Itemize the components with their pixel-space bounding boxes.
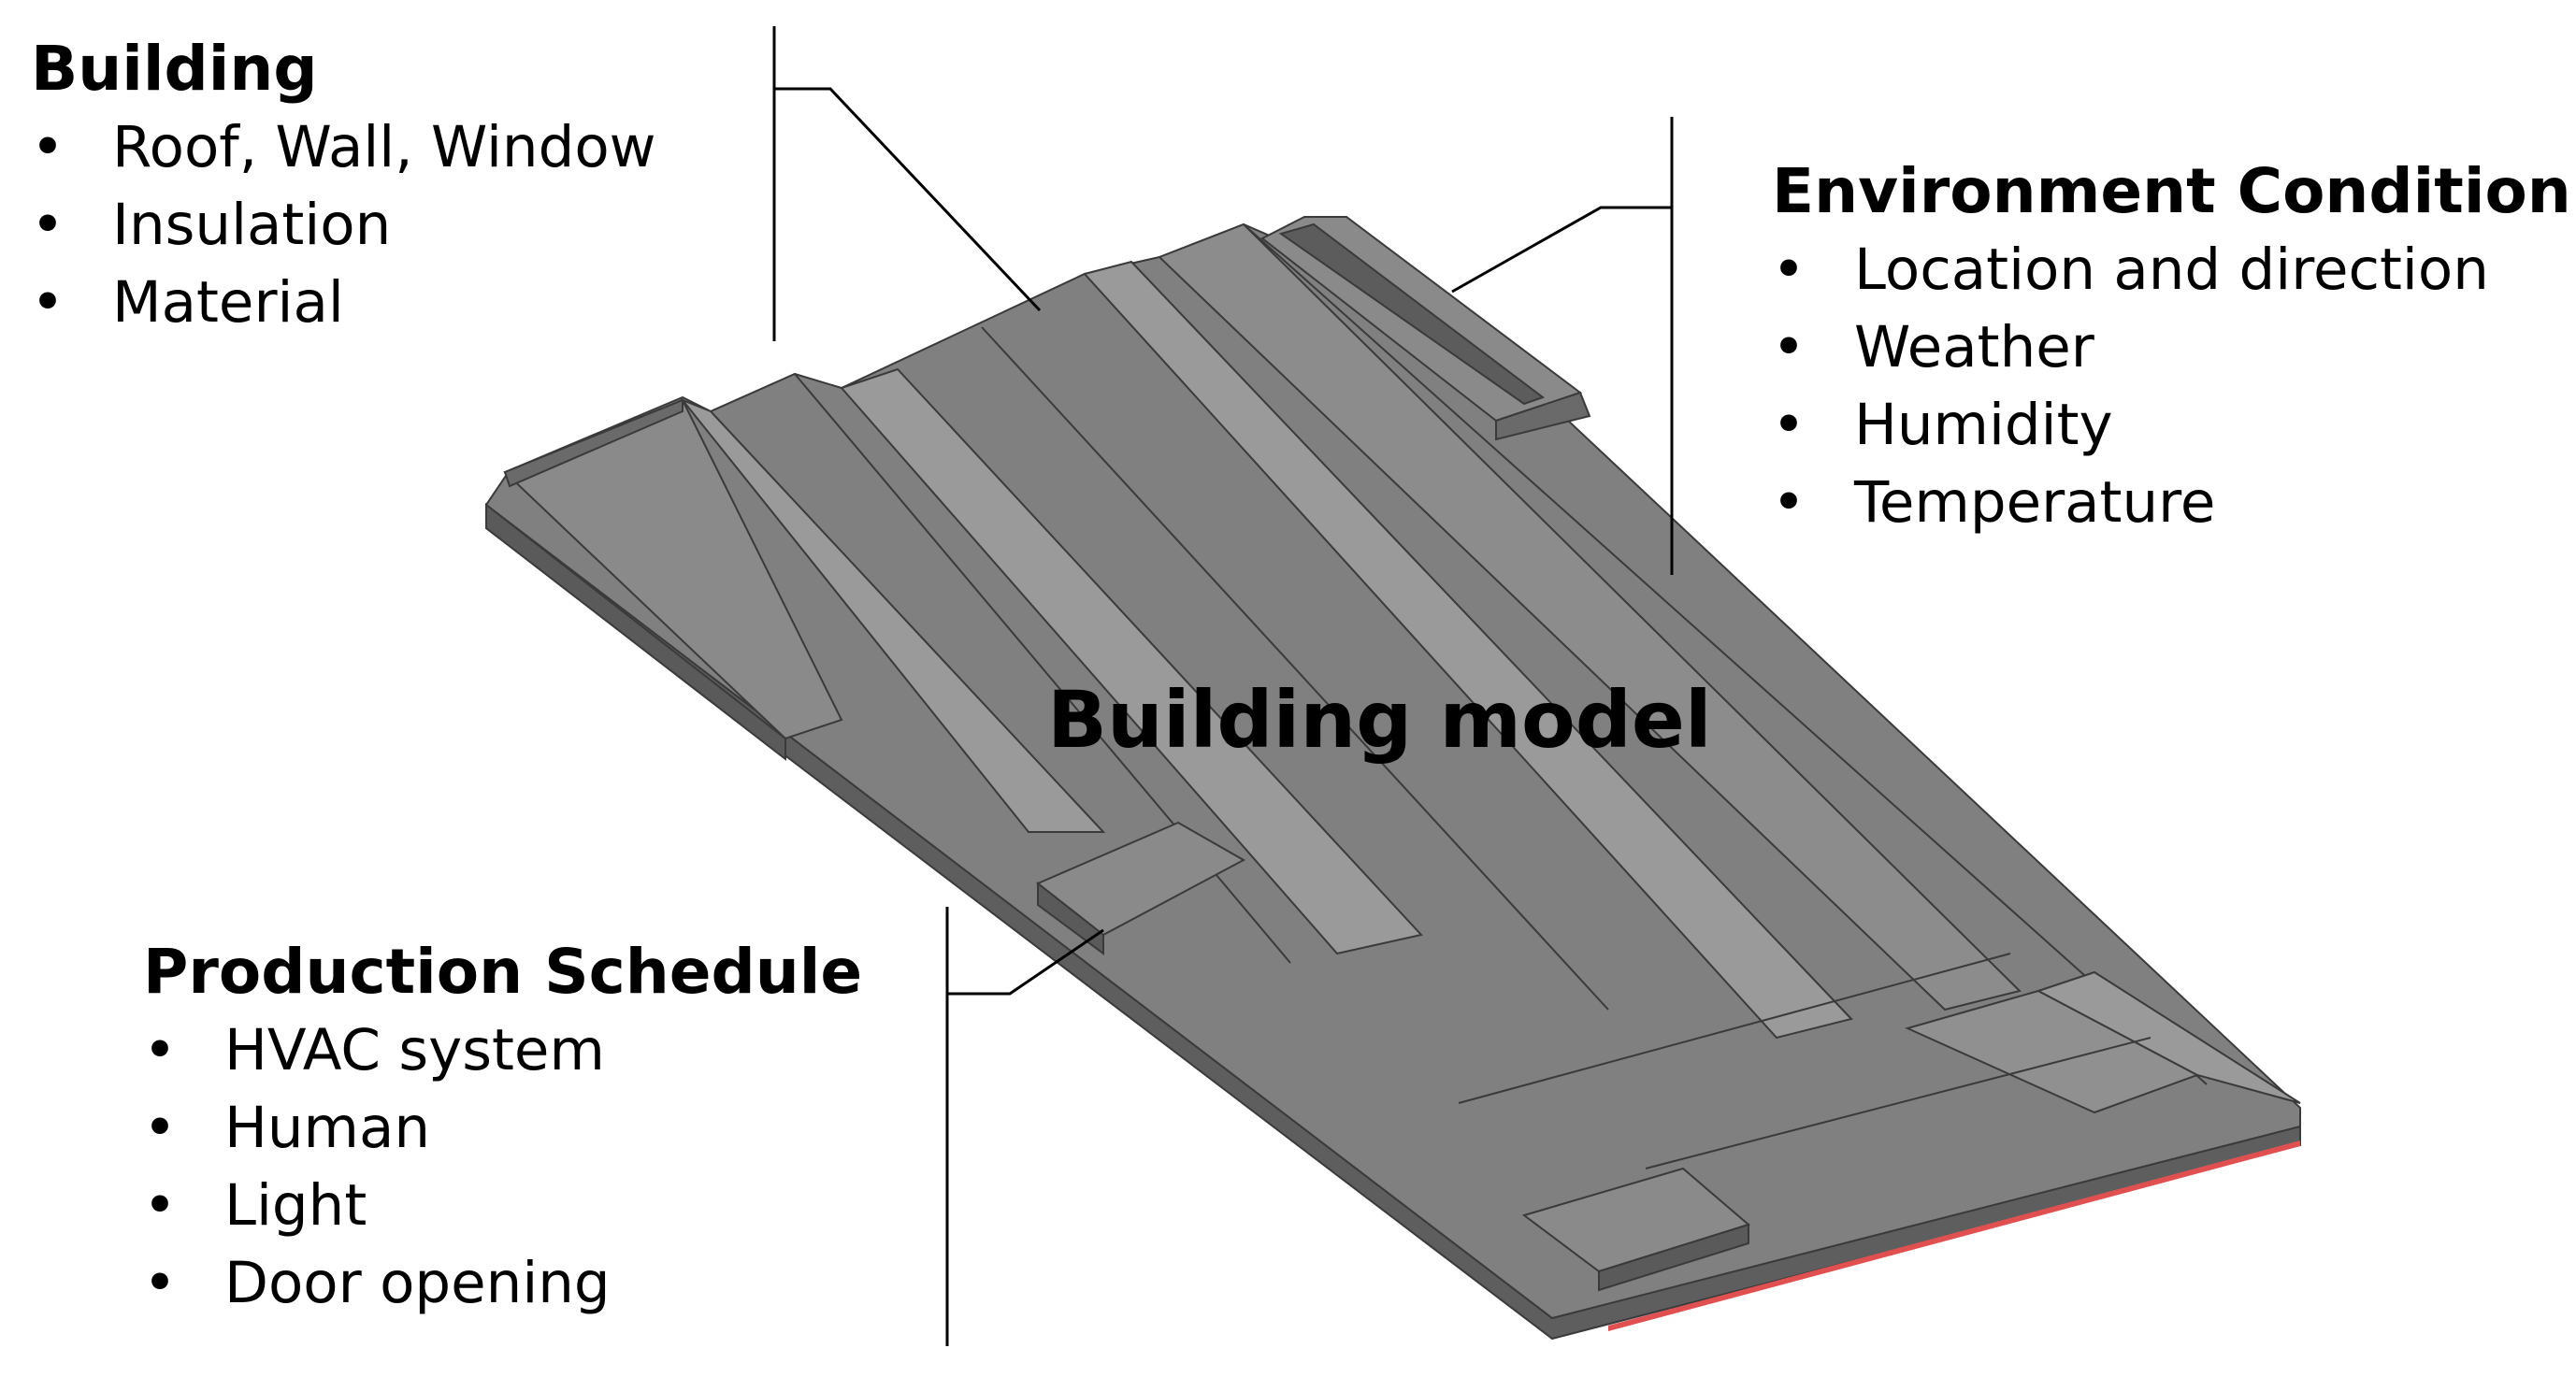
list-item-text: Roof, Wall, Window bbox=[112, 114, 656, 180]
production-panel: Production Schedule • HVAC system • Human … bbox=[143, 933, 862, 1322]
list-item: • Temperature bbox=[1772, 464, 2571, 541]
connector-building bbox=[772, 26, 1042, 341]
production-panel-title: Production Schedule bbox=[143, 936, 863, 1008]
bullet-icon: • bbox=[143, 1017, 177, 1083]
list-item-text: Temperature bbox=[1854, 469, 2216, 536]
list-item: • Location and direction bbox=[1772, 231, 2571, 308]
building-panel: Building • Roof, Wall, Window • Insulation… bbox=[31, 30, 656, 341]
bullet-icon: • bbox=[143, 1250, 177, 1316]
roof-ridges bbox=[679, 222, 2208, 1085]
list-item-text: Door opening bbox=[224, 1250, 611, 1316]
front-projection-side bbox=[1037, 881, 1104, 955]
rear-annex-ridge bbox=[1278, 222, 1546, 406]
list-item: • Roof, Wall, Window bbox=[31, 108, 656, 186]
red-base-edge bbox=[1608, 1140, 2300, 1331]
environment-panel: Environment Condition • Location and dire… bbox=[1772, 152, 2571, 541]
bullet-icon: • bbox=[1772, 469, 1806, 536]
list-item: • Light bbox=[143, 1167, 862, 1244]
building-model-illustration bbox=[484, 216, 2301, 1341]
list-item: • HVAC system bbox=[143, 1011, 862, 1089]
production-list: • HVAC system • Human • Light • Door opening bbox=[143, 1011, 862, 1322]
bullet-icon: • bbox=[1772, 237, 1806, 303]
front-end-blocks bbox=[1458, 953, 2301, 1292]
bullet-icon: • bbox=[143, 1172, 177, 1239]
connector-production bbox=[945, 907, 1104, 1346]
left-wing-upper-lip bbox=[503, 398, 684, 488]
bullet-icon: • bbox=[31, 269, 65, 336]
list-item-text: Location and direction bbox=[1854, 237, 2489, 303]
list-item-text: Light bbox=[224, 1172, 367, 1239]
building-model-label: Building model bbox=[1047, 674, 1712, 766]
bullet-icon: • bbox=[31, 192, 65, 258]
bullet-icon: • bbox=[1772, 392, 1806, 458]
list-item-text: Material bbox=[112, 269, 344, 336]
environment-list: • Location and direction • Weather • Humidi… bbox=[1772, 231, 2571, 541]
bullet-icon: • bbox=[143, 1095, 177, 1161]
list-item-text: Human bbox=[224, 1095, 430, 1161]
list-item: • Material bbox=[31, 264, 656, 341]
building-list: • Roof, Wall, Window • Insulation • Materia… bbox=[31, 108, 656, 341]
left-wing-side bbox=[485, 502, 786, 762]
connector-environment bbox=[1451, 117, 1674, 575]
list-item-text: Insulation bbox=[112, 192, 392, 258]
list-item: • Humidity bbox=[1772, 386, 2571, 464]
list-item: • Door opening bbox=[143, 1244, 862, 1322]
list-item: • Insulation bbox=[31, 186, 656, 264]
list-item: • Weather bbox=[1772, 308, 2571, 386]
building-panel-title: Building bbox=[31, 33, 318, 105]
rear-annex-side bbox=[1495, 391, 1591, 441]
bullet-icon: • bbox=[31, 114, 65, 180]
environment-panel-title: Environment Condition bbox=[1772, 155, 2571, 227]
list-item-text: Humidity bbox=[1854, 392, 2113, 458]
bullet-icon: • bbox=[1772, 314, 1806, 380]
list-item-text: HVAC system bbox=[224, 1017, 605, 1083]
list-item: • Human bbox=[143, 1089, 862, 1167]
list-item-text: Weather bbox=[1854, 314, 2094, 380]
